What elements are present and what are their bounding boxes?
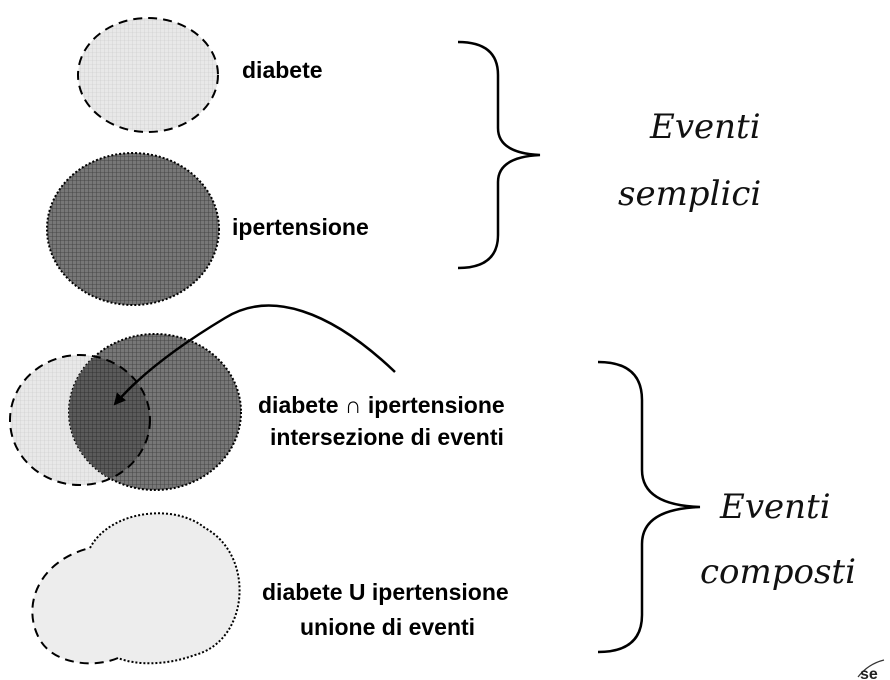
diabete-circle [77, 17, 219, 133]
simple-events-title-line1: Eventi [649, 107, 761, 147]
brace-simple-events [457, 40, 541, 270]
union-shape [31, 512, 241, 665]
ipertensione-circle [46, 152, 220, 306]
ipertensione-label: ipertensione [232, 214, 369, 240]
union-label-line1: diabete U ipertensione [262, 579, 509, 605]
compound-events-title-line1: Eventi [719, 487, 831, 527]
corner-logo: se [857, 659, 885, 680]
intersection-diagram [9, 333, 242, 491]
corner-logo-text: se [860, 666, 878, 680]
intersection-label-line1: diabete ∩ ipertensione [258, 392, 505, 418]
union-label-line2: unione di eventi [300, 614, 475, 640]
intersection-arrow [113, 304, 396, 406]
brace-compound-events [597, 360, 701, 654]
compound-events-title-line2: composti [700, 552, 856, 592]
diabete-label: diabete [242, 57, 323, 83]
simple-events-title-line2: semplici [618, 174, 761, 214]
intersection-label-line2: intersezione di eventi [270, 424, 504, 450]
